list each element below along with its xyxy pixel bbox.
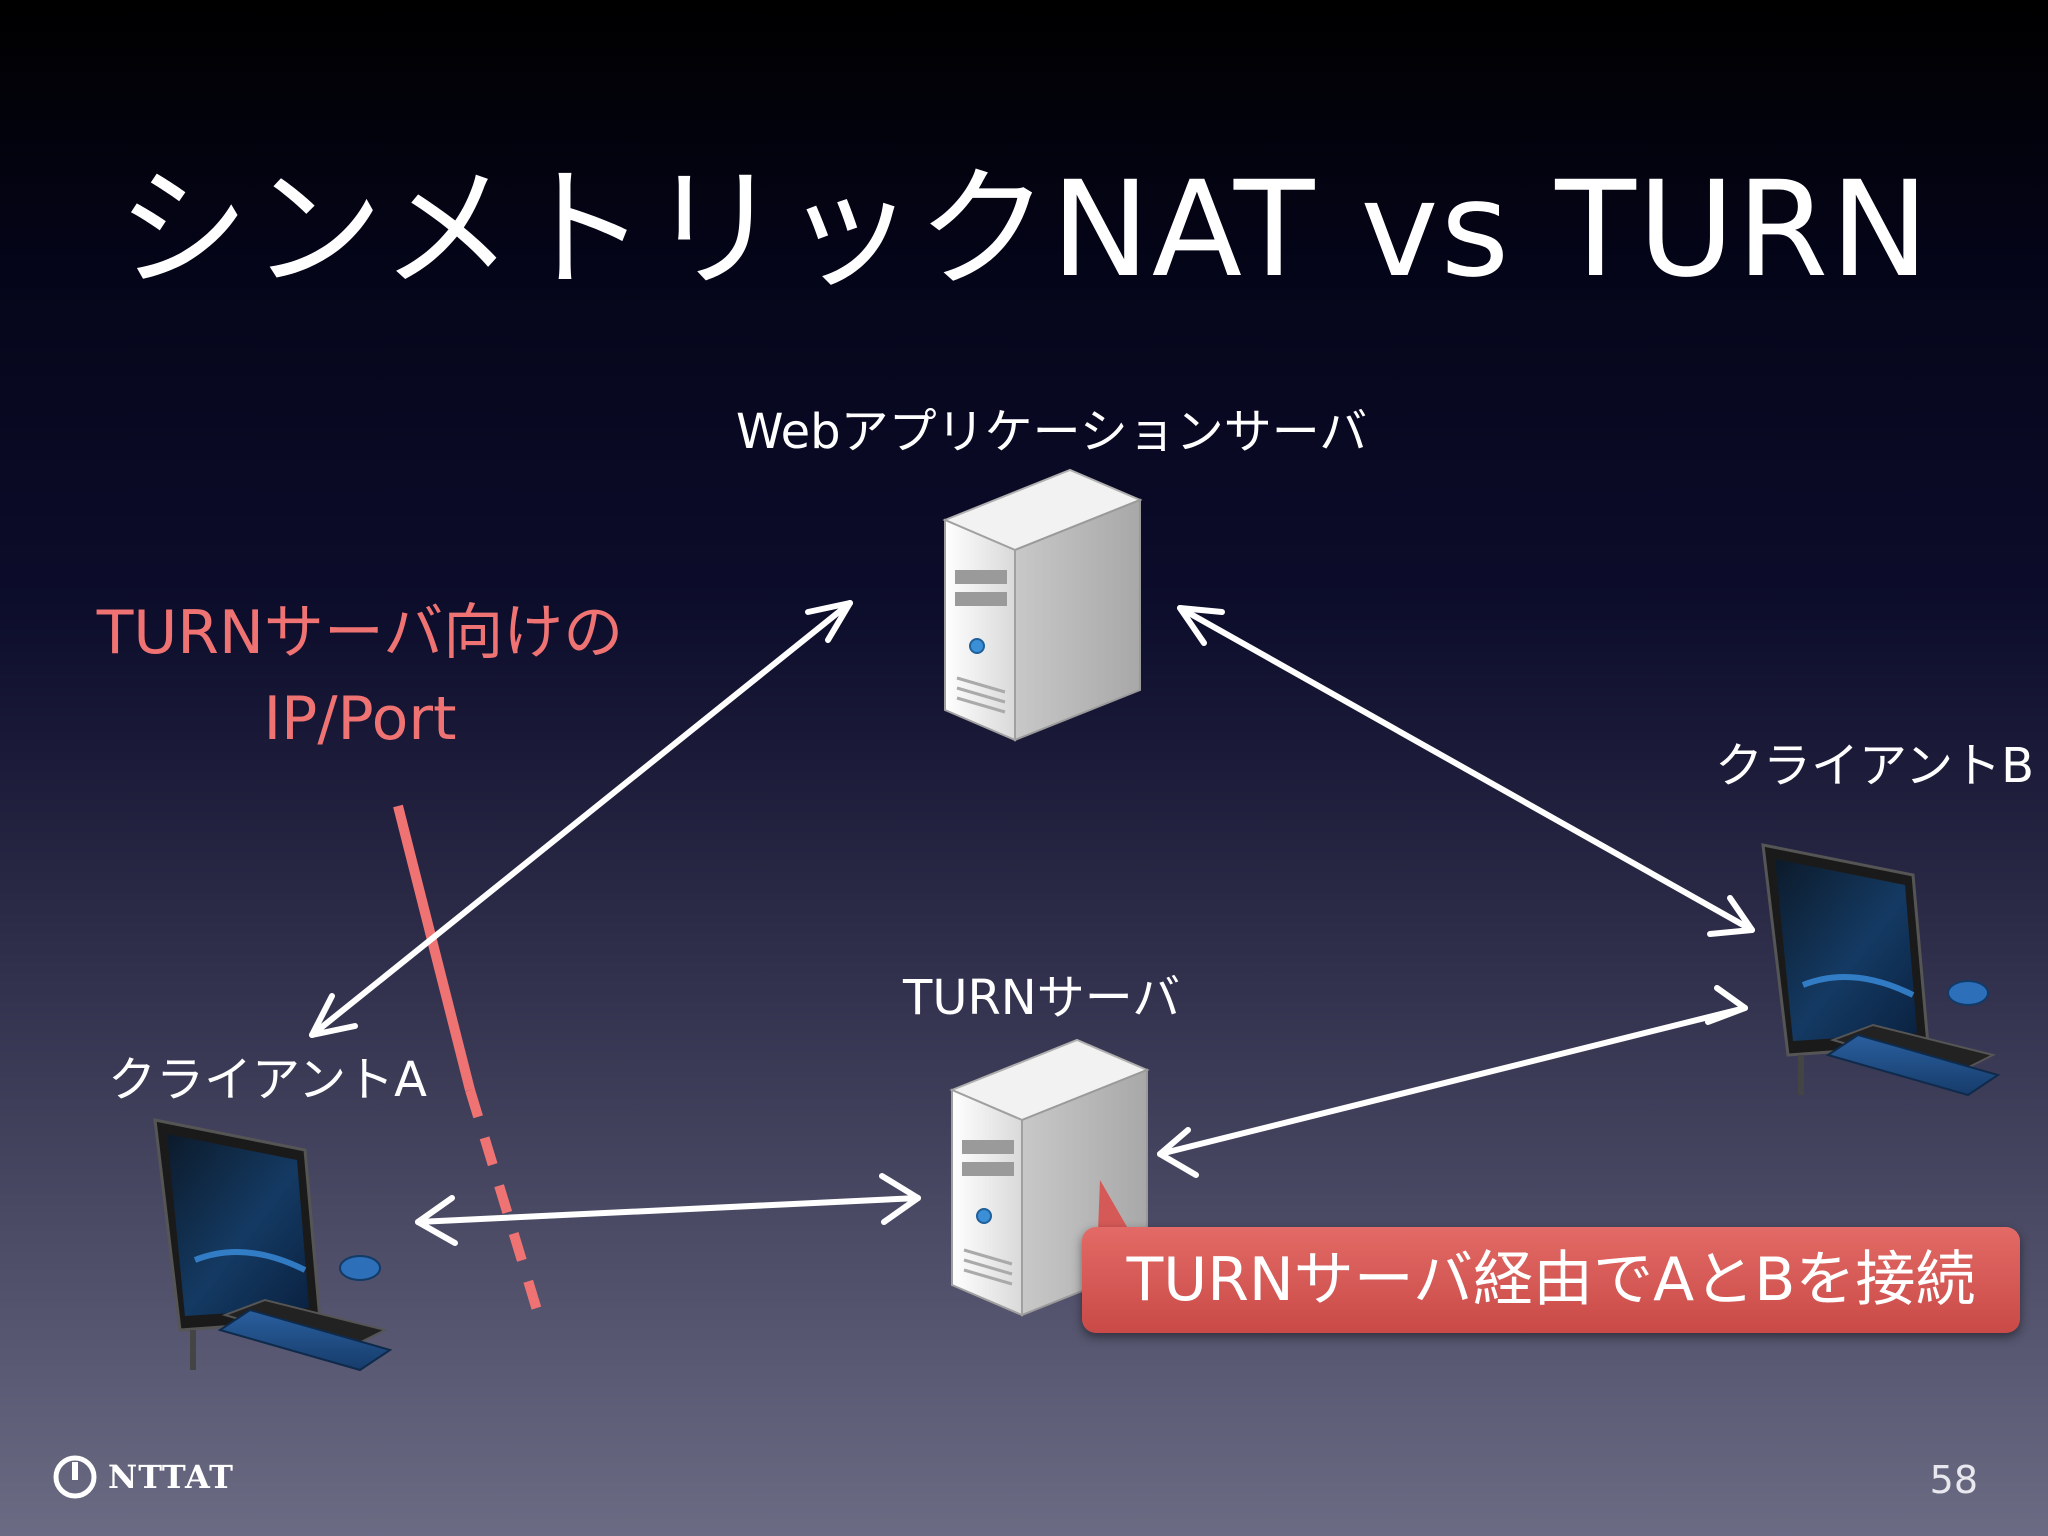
client-a-computer-icon — [153, 1118, 393, 1372]
nat-note: TURNサーバ向けの IP/Port — [60, 590, 660, 762]
slide-title: シンメトリックNAT vs TURN — [117, 153, 1931, 307]
web-server-label: Webアプリケーションサーバ — [736, 404, 1368, 460]
client-b-label: クライアントB — [1715, 738, 2035, 794]
company-logo: NTTAT — [52, 1454, 234, 1500]
nat-boundary-line — [393, 804, 545, 1322]
arrow-clientA-turn — [415, 1173, 921, 1246]
callout-pointer — [1098, 1180, 1130, 1232]
arrow-web-clientB — [1177, 605, 1755, 937]
page-number: 58 — [1929, 1458, 1978, 1502]
logo-text: NTTAT — [108, 1458, 234, 1496]
ntt-logo-icon — [53, 1455, 97, 1499]
turn-server-label: TURNサーバ — [903, 970, 1181, 1026]
nat-note-line2: IP/Port — [263, 684, 457, 754]
web-server-icon — [942, 468, 1143, 742]
arrow-turn-clientB — [1157, 985, 1748, 1178]
client-b-computer-icon — [1761, 843, 2001, 1097]
arrow-clientA-web — [309, 600, 853, 1038]
client-a-label: クライアントA — [108, 1052, 427, 1108]
callout-box: TURNサーバ経由でAとBを接続 — [1082, 1227, 2020, 1333]
nat-note-line1: TURNサーバ向けの — [96, 598, 624, 668]
